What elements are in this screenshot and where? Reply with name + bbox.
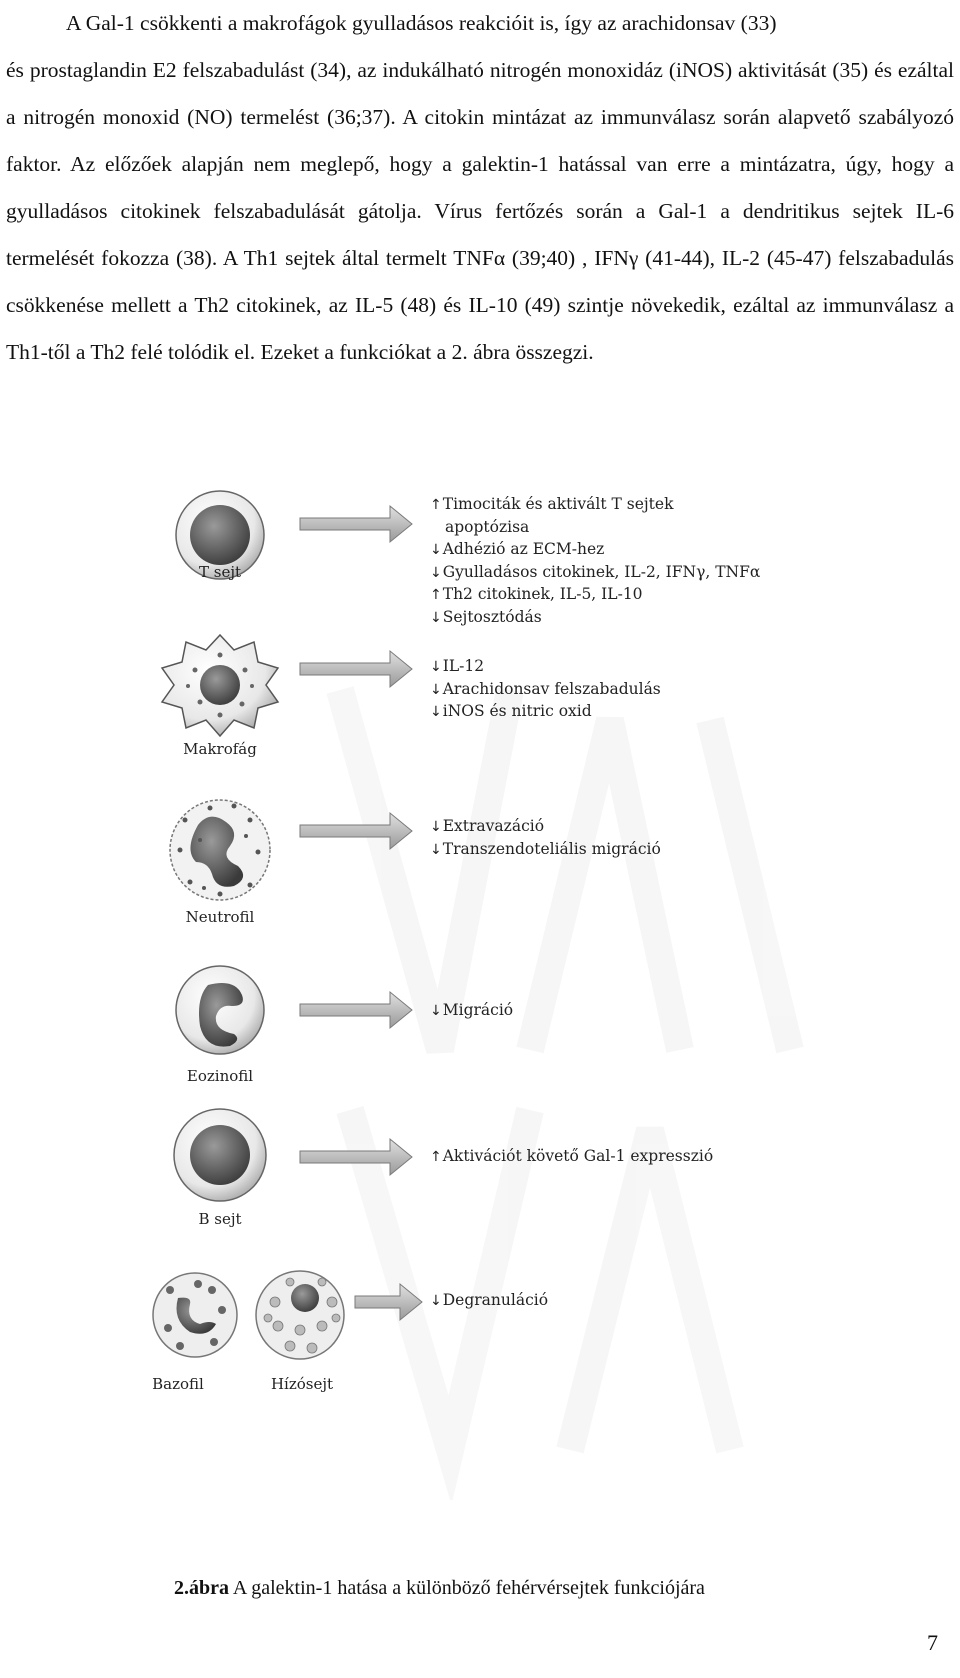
- paragraph-text: és prostaglandin E2 felszabadulást (34),…: [6, 58, 954, 364]
- effect-item: ↓Extravazáció: [430, 817, 545, 835]
- arrow-down-icon: ↓: [430, 659, 442, 675]
- macrophage-illustration: [160, 633, 280, 738]
- paragraph-first-line: A Gal-1 csökkenti a makrofágok gyulladás…: [66, 11, 777, 35]
- effect-item: ↓Arachidonsav felszabadulás: [430, 679, 661, 698]
- arrow-neutrophil: [299, 811, 413, 851]
- arrow-up-icon: ↑: [430, 497, 442, 513]
- arrow-b-cell: [299, 1137, 413, 1177]
- arrow-down-icon: ↓: [430, 1293, 442, 1309]
- arrow-down-icon: ↓: [430, 564, 442, 581]
- effects-eosinophil: ↓Migráció: [430, 1000, 513, 1023]
- b-cell-illustration: [173, 1108, 267, 1202]
- effect-item: ↑Aktivációt követő Gal-1 expresszió: [430, 1147, 714, 1165]
- effect-item: ↑Th2 citokinek, IL-5, IL-10: [430, 585, 643, 603]
- effect-item: ↓IL-12: [430, 657, 485, 675]
- arrow-down-icon: ↓: [430, 704, 442, 720]
- watermark-shapes: [326, 686, 804, 1500]
- arrow-down-icon: ↓: [430, 819, 442, 835]
- arrow-t-cell: [299, 504, 413, 544]
- cell-label-b-cell: B sejt: [198, 1210, 242, 1228]
- effect-item: apoptózisa: [445, 517, 530, 536]
- figure-caption: 2.ábra A galektin-1 hatása a különböző f…: [174, 1577, 705, 1600]
- figure-illustration: [152, 490, 804, 1500]
- effect-item: ↓Degranuláció: [430, 1291, 549, 1309]
- arrow-down-icon: ↓: [430, 542, 442, 558]
- mast-cell-illustration: [255, 1270, 345, 1360]
- effects-t-cell: ↑Timociták és aktivált T sejtek apoptózi…: [430, 494, 760, 629]
- figure-caption-label: 2.ábra: [174, 1577, 229, 1599]
- cell-label-basophil: Bazofil: [152, 1375, 204, 1393]
- effects-neutrophil: ↓Extravazáció ↓Transzendoteliális migrác…: [430, 816, 661, 861]
- effects-macrophage: ↓IL-12 ↓Arachidonsav felszabadulás ↓iNOS…: [430, 656, 661, 724]
- page-number: 7: [927, 1630, 938, 1655]
- arrows: [299, 504, 423, 1322]
- effect-item: ↓Transzendoteliális migráció: [430, 839, 661, 858]
- effects-b-cell: ↑Aktivációt követő Gal-1 expresszió: [430, 1146, 713, 1169]
- cell-label-t-cell: T sejt: [198, 563, 242, 581]
- effect-item: ↓Migráció: [430, 1001, 514, 1019]
- arrow-up-icon: ↑: [430, 587, 442, 603]
- body-paragraph: A Gal-1 csökkenti a makrofágok gyulladás…: [6, 0, 954, 376]
- arrow-up-icon: ↑: [430, 1149, 442, 1165]
- arrow-down-icon: ↓: [430, 681, 442, 698]
- figure-2: T sejt Makrofág Neutrofil Eozinofil B se…: [150, 490, 870, 1500]
- effect-item: ↓iNOS és nitric oxid: [430, 702, 592, 720]
- effect-item: ↓Gyulladásos citokinek, IL-2, IFNγ, TNFα: [430, 562, 761, 581]
- effects-granulocytes: ↓Degranuláció: [430, 1290, 548, 1313]
- arrow-down-icon: ↓: [430, 609, 442, 626]
- arrow-down-icon: ↓: [430, 1003, 442, 1019]
- neutrophil-illustration: [169, 799, 271, 901]
- basophil-illustration: [152, 1272, 238, 1358]
- figure-caption-text: A galektin-1 hatása a különböző fehérvér…: [229, 1577, 705, 1599]
- cell-label-eosinophil: Eozinofil: [186, 1067, 254, 1085]
- cell-label-neutrophil: Neutrofil: [185, 908, 255, 926]
- t-cell-illustration: [175, 490, 265, 580]
- arrow-down-icon: ↓: [430, 841, 442, 858]
- arrow-macrophage: [299, 649, 413, 689]
- arrow-eosinophil: [299, 990, 413, 1030]
- cell-label-mast-cell: Hízósejt: [270, 1375, 334, 1393]
- effect-item: ↓Adhézió az ECM-hez: [430, 540, 605, 558]
- eosinophil-illustration: [175, 965, 265, 1055]
- effect-item: ↓Sejtosztódás: [430, 607, 542, 626]
- effect-item: ↑Timociták és aktivált T sejtek: [430, 495, 674, 513]
- arrow-granulocytes: [354, 1282, 423, 1322]
- cell-label-macrophage: Makrofág: [183, 740, 257, 758]
